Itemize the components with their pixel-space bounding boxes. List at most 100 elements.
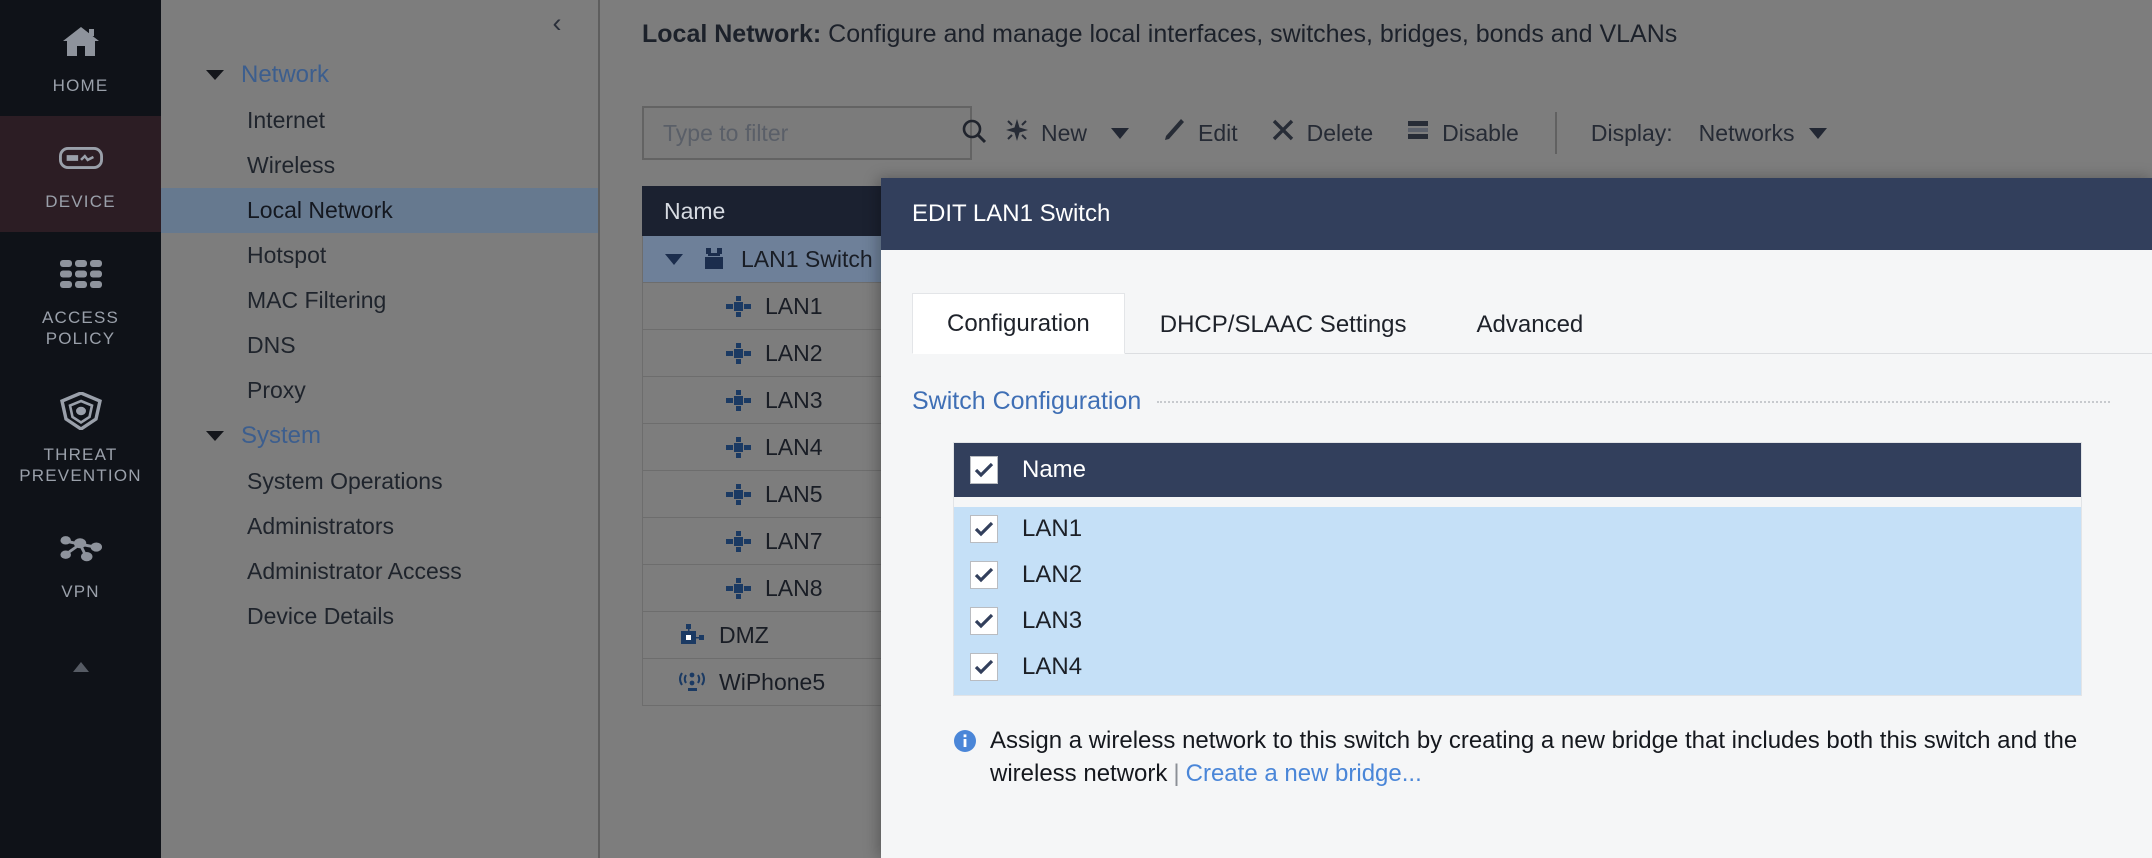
new-button[interactable]: New [1004, 117, 1130, 149]
rail-item-label: HOME [52, 76, 109, 95]
search-input[interactable] [661, 118, 961, 148]
nav-group-label: System [241, 422, 322, 449]
row-checkbox[interactable] [970, 561, 998, 589]
edit-button[interactable]: Edit [1161, 117, 1238, 149]
list-item[interactable]: LAN1 [954, 507, 2081, 551]
sidebar-item-local-network[interactable]: Local Network [161, 188, 598, 233]
pencil-edit-icon [1161, 117, 1187, 149]
info-note-text: Assign a wireless network to this switch… [990, 727, 2078, 787]
port-icon [721, 528, 755, 554]
switch-table-rows: LAN1 LAN2 LAN3 LAN4 [954, 507, 2081, 695]
rail-item-partial[interactable] [0, 622, 161, 708]
sidebar-item-device-details[interactable]: Device Details [161, 594, 598, 639]
tab-dhcp-slaac-settings[interactable]: DHCP/SLAAC Settings [1125, 294, 1442, 354]
display-value: Networks [1698, 119, 1795, 146]
sidebar-item-system-operations[interactable]: System Operations [161, 459, 598, 504]
list-item[interactable]: LAN2 [954, 553, 2081, 597]
nav-item-label: Wireless [247, 152, 336, 178]
list-item[interactable]: LAN3 [954, 599, 2081, 643]
nav-item-label: Administrators [247, 513, 394, 539]
rail-item-device[interactable]: DEVICE [0, 116, 161, 232]
row-checkbox[interactable] [970, 607, 998, 635]
display-selector[interactable]: Display: Networks [1591, 120, 1827, 147]
edit-switch-dialog: EDIT LAN1 Switch Configuration DHCP/SLAA… [881, 178, 2152, 858]
switch-table-header: Name [954, 443, 2081, 497]
tab-advanced[interactable]: Advanced [1442, 294, 1619, 354]
nav-group-network[interactable]: Network [161, 52, 598, 98]
sidebar-item-internet[interactable]: Internet [161, 98, 598, 143]
access-policy-icon [59, 254, 103, 294]
bars-disable-icon [1405, 117, 1431, 149]
chevron-down-icon [206, 431, 224, 441]
secondary-nav: ‹ Network Internet Wireless Local Networ… [161, 0, 598, 858]
tab-configuration[interactable]: Configuration [912, 293, 1125, 354]
delete-button[interactable]: Delete [1270, 117, 1373, 149]
list-item-label: LAN3 [1022, 607, 1083, 634]
filter-box[interactable] [642, 106, 987, 160]
sidebar-item-dns[interactable]: DNS [161, 323, 598, 368]
port-icon [721, 434, 755, 460]
sidebar-item-mac-filtering[interactable]: MAC Filtering [161, 278, 598, 323]
delete-button-label: Delete [1306, 119, 1374, 146]
table-row-label: LAN7 [765, 527, 823, 554]
chevron-down-icon[interactable] [665, 253, 683, 265]
page-title-bold: Local Network: [642, 20, 822, 48]
sparkle-new-icon [1004, 117, 1030, 149]
tab-label: DHCP/SLAAC Settings [1159, 311, 1407, 338]
nav-item-label: System Operations [247, 468, 443, 494]
port-icon [721, 387, 755, 413]
sidebar-item-wireless[interactable]: Wireless [161, 143, 598, 188]
sidebar-item-administrators[interactable]: Administrators [161, 504, 598, 549]
chevron-left-icon[interactable]: ‹ [552, 7, 562, 38]
rail-item-label: VPN [61, 582, 100, 601]
tab-label: Advanced [1476, 311, 1584, 338]
disable-button[interactable]: Disable [1405, 117, 1519, 149]
dialog-tabs: Configuration DHCP/SLAAC Settings Advanc… [912, 292, 2152, 354]
row-checkbox[interactable] [970, 653, 998, 681]
list-item[interactable]: LAN4 [954, 645, 2081, 689]
port-icon [721, 293, 755, 319]
edit-button-label: Edit [1198, 119, 1238, 146]
rail-item-home[interactable]: HOME [0, 0, 161, 116]
sidebar-item-proxy[interactable]: Proxy [161, 368, 598, 413]
port-icon [721, 481, 755, 507]
page-title: Local Network: Configure and manage loca… [600, 0, 2152, 49]
vpn-icon [59, 528, 103, 568]
nav-item-label: Device Details [247, 603, 394, 629]
port-icon [721, 340, 755, 366]
table-row-label: LAN4 [765, 433, 823, 460]
select-all-checkbox[interactable] [970, 456, 998, 484]
toolbar: New Edit Delete Disable [642, 105, 2152, 161]
grid-column-header-label: Name [664, 197, 726, 224]
table-row-label: LAN2 [765, 339, 823, 366]
nav-item-label: Local Network [247, 197, 393, 223]
table-row-label: DMZ [719, 621, 769, 648]
create-new-bridge-link[interactable]: Create a new bridge... [1185, 760, 1422, 787]
nav-item-label: MAC Filtering [247, 287, 387, 313]
list-item-label: LAN1 [1022, 515, 1083, 542]
info-icon [953, 729, 977, 790]
device-icon [58, 138, 103, 178]
row-checkbox[interactable] [970, 515, 998, 543]
sidebar-item-administrator-access[interactable]: Administrator Access [161, 549, 598, 594]
dialog-body: Configuration DHCP/SLAAC Settings Advanc… [881, 292, 2152, 790]
disable-button-label: Disable [1442, 119, 1519, 146]
sidebar-item-hotspot[interactable]: Hotspot [161, 233, 598, 278]
switch-icon [697, 246, 731, 272]
tab-label: Configuration [947, 310, 1090, 337]
nav-group-system[interactable]: System [161, 413, 598, 459]
nav-item-label: Administrator Access [247, 558, 462, 584]
switch-table-header-label: Name [1022, 456, 1087, 483]
switch-ports-table: Name LAN1 LAN2 LAN3 [953, 442, 2082, 696]
search-icon[interactable] [961, 118, 987, 149]
rail-item-vpn[interactable]: VPN [0, 506, 161, 622]
dialog-title: EDIT LAN1 Switch [912, 200, 1111, 227]
nav-item-label: Proxy [247, 377, 306, 403]
list-item-label: LAN4 [1022, 653, 1083, 680]
section-divider [1157, 400, 2110, 403]
display-label: Display: [1590, 119, 1673, 146]
